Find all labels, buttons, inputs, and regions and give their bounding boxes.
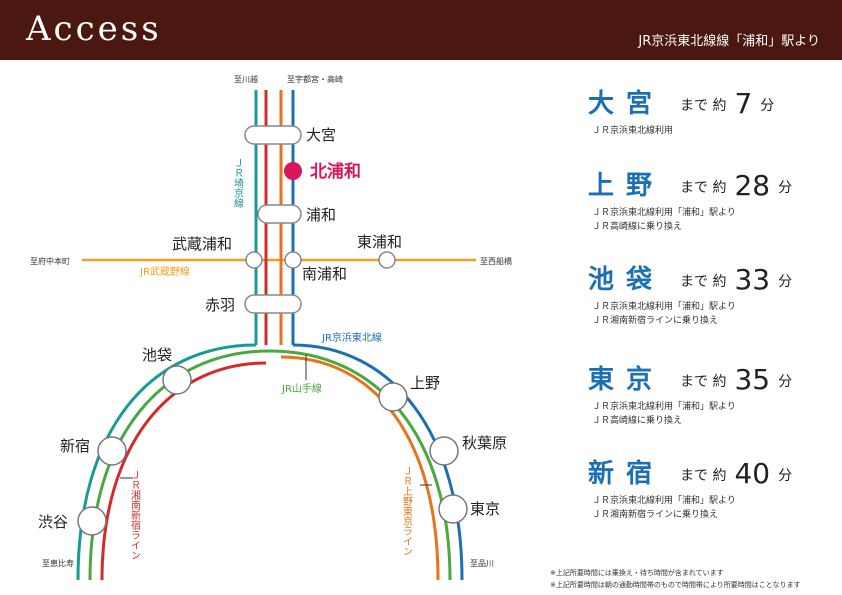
ueno-name: 上野 <box>410 374 440 392</box>
funabashi-label: 至西船橋 <box>480 256 512 266</box>
keihin-arc <box>292 343 464 581</box>
shibuya-name: 渋谷 <box>38 513 68 531</box>
route-note: ＪＲ京浜東北線利用「浦和」駅より <box>592 402 736 412</box>
route-map: 至川越 至宇都宮・高崎 至府中本町 至西船橋 至恵比寿 至品川 大宮 北浦和 浦… <box>30 74 512 581</box>
shonan-line-label: ＪＲ湘南新宿ライン <box>129 470 141 560</box>
destination-name: 新宿 <box>588 459 665 489</box>
minamiurawa-name: 南浦和 <box>302 265 347 283</box>
destination-name: 大宮 <box>588 89 665 119</box>
urawa-station-marker <box>257 204 302 224</box>
shonan-arc <box>100 361 267 581</box>
kitaurawa-station-marker <box>284 162 302 180</box>
route-note: ＪＲ京浜東北線利用「浦和」駅より <box>592 496 736 506</box>
page-title: Access <box>26 9 162 49</box>
ikebukuro-name: 池袋 <box>142 346 172 364</box>
musashiurawa-name: 武蔵浦和 <box>172 235 232 253</box>
omiya-station-marker <box>244 125 302 145</box>
akabane-name: 赤羽 <box>205 296 235 314</box>
page-subtitle: JR京浜東北線線「浦和」駅より <box>638 34 820 49</box>
higashiurawa-name: 東浦和 <box>357 233 402 251</box>
higashiurawa-station-marker <box>378 251 396 269</box>
footnote-1: ※上記所要時間には乗換え・待ち時間が含まれています <box>550 569 724 577</box>
tokyo-name: 東京 <box>470 500 500 518</box>
akihabara-station-marker <box>429 436 459 466</box>
yamanote-arc-right <box>269 349 452 581</box>
destination-name: 東京 <box>588 365 665 395</box>
footnote-2: ※上記所要時間は朝の通勤時間帯のもので時間帯により所要時間はことなります <box>550 581 801 589</box>
ueno-tokyo-arc <box>280 355 440 581</box>
route-note: ＪＲ高崎線に乗り換え <box>592 222 683 232</box>
omiya-name: 大宮 <box>306 126 336 144</box>
ueno-station-marker <box>378 382 408 412</box>
shibuya-station-marker <box>77 506 107 536</box>
route-note: ＪＲ京浜東北線利用 <box>592 126 674 136</box>
route-note: ＪＲ湘南新宿ラインに乗り換え <box>592 510 719 520</box>
utsunomiya-label: 至宇都宮・高崎 <box>287 74 343 84</box>
akihabara-name: 秋葉原 <box>462 434 507 452</box>
musashino-line-label: JR武蔵野線 <box>139 265 190 278</box>
route-note: ＪＲ湘南新宿ラインに乗り換え <box>592 316 719 326</box>
keihin-line-label: JR京浜東北線 <box>321 331 382 344</box>
route-note: ＪＲ京浜東北線利用「浦和」駅より <box>592 302 736 312</box>
route-note: ＪＲ京浜東北線利用「浦和」駅より <box>592 208 736 218</box>
urawa-name: 浦和 <box>306 206 336 224</box>
header-bar: Access JR京浜東北線線「浦和」駅より <box>0 0 842 60</box>
akabane-station-marker <box>244 294 302 314</box>
ueno-tokyo-line-label: ＪＲ上野東京ライン <box>401 466 413 556</box>
destination-name: 上野 <box>588 171 665 201</box>
shinagawa-label: 至品川 <box>470 559 494 568</box>
tokyo-station-marker <box>438 494 468 524</box>
shinjuku-name: 新宿 <box>60 437 90 455</box>
shinjuku-station-marker <box>97 436 127 466</box>
ikebukuro-station-marker <box>162 365 192 395</box>
yamanote-line-label: JR山手線 <box>281 382 322 395</box>
minamiurawa-station-marker <box>284 251 302 269</box>
destination-name: 池袋 <box>588 265 665 295</box>
musashiurawa-station-marker <box>245 251 263 269</box>
saikyo-line-label: ＪＲ埼京線 <box>232 158 244 208</box>
fuchu-label: 至府中本町 <box>30 256 70 266</box>
ebisu-label: 至恵比寿 <box>42 558 74 568</box>
route-note: ＪＲ高崎線に乗り換え <box>592 416 683 426</box>
kawagoe-label: 至川越 <box>234 74 258 84</box>
kitaurawa-name: 北浦和 <box>310 161 361 182</box>
